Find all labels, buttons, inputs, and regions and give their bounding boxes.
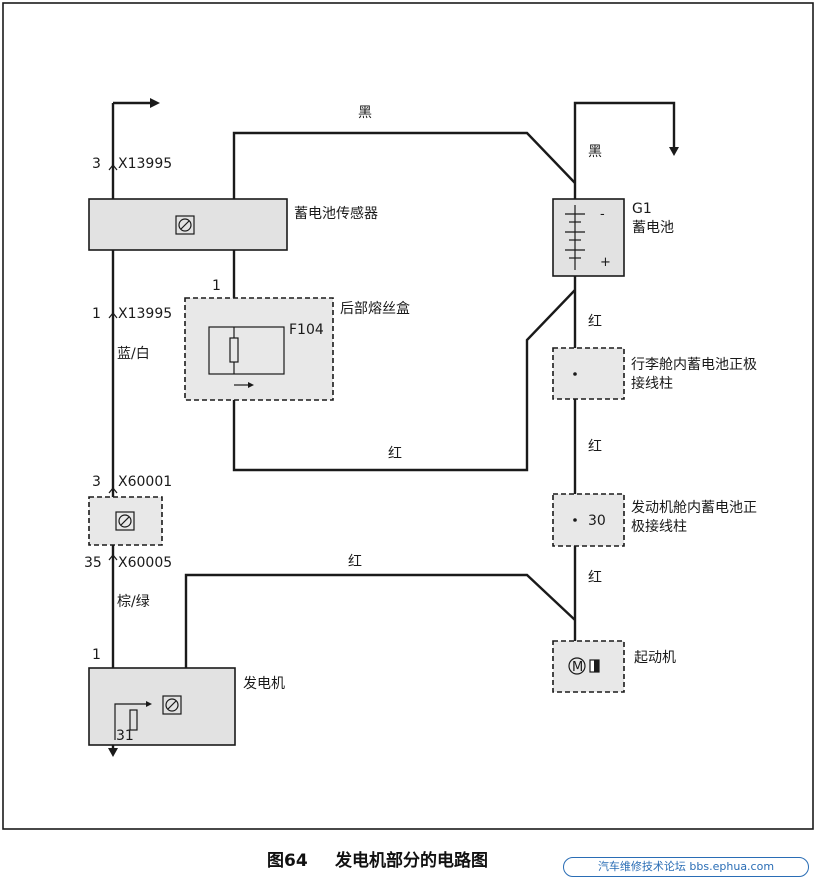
connector-5-pin: 1 xyxy=(92,647,101,663)
engine-positive-terminal xyxy=(552,493,625,547)
alternator-ground-arrow xyxy=(108,745,118,757)
connector-4-id: X60005 xyxy=(118,555,172,571)
rear-fuse-box xyxy=(184,297,334,401)
connector-1-id: X13995 xyxy=(118,156,172,172)
wire-red-fuse xyxy=(232,289,576,472)
battery-label: 蓄电池 xyxy=(632,220,674,236)
trunk-terminal-label-line1: 行李舱内蓄电池正极 xyxy=(631,357,757,373)
terminal-30-label: 30 xyxy=(588,513,606,529)
trunk-positive-terminal xyxy=(552,347,625,400)
connector-3-id: X60001 xyxy=(118,474,172,490)
alternator xyxy=(88,667,236,746)
wire-color-blue-white: 蓝/白 xyxy=(117,346,150,362)
battery-minus-label: - xyxy=(600,207,605,222)
connector-3-pin: 3 xyxy=(92,474,101,490)
forum-watermark: 汽车维修技术论坛 bbs.ephua.com xyxy=(563,857,809,877)
connector-4-pin: 35 xyxy=(84,555,102,571)
wire-color-battery-black: 黑 xyxy=(588,144,602,160)
battery-id-label: G1 xyxy=(632,201,652,217)
starter-label: 起动机 xyxy=(634,650,676,666)
wire-color-red-2: 红 xyxy=(588,439,602,455)
wire-color-top-black: 黑 xyxy=(358,105,372,121)
wire-red-alternator xyxy=(184,573,576,668)
svg-text:M: M xyxy=(572,660,583,675)
fuse-pin-label: 1 xyxy=(212,278,221,294)
connector-x60001-module xyxy=(88,496,163,546)
rear-fuse-box-label: 后部熔丝盒 xyxy=(340,300,410,317)
engine-terminal-label-line1: 发动机舱内蓄电池正 xyxy=(631,500,757,516)
wire-black-battery-ground xyxy=(573,101,676,199)
wire-color-red-fuse: 红 xyxy=(388,446,402,462)
engine-terminal-label-line2: 极接线柱 xyxy=(631,518,687,535)
wire-color-red-alternator: 红 xyxy=(348,554,362,570)
wire-color-red-3: 红 xyxy=(588,570,602,586)
wire-left-bus xyxy=(111,98,160,668)
battery-sensor-label: 蓄电池传感器 xyxy=(294,205,378,222)
ground-arrow-top xyxy=(669,147,679,156)
trunk-terminal-label-line2: 接线柱 xyxy=(631,375,673,392)
connector-ticks xyxy=(108,164,118,561)
figure-title: 发电机部分的电路图 xyxy=(334,850,488,871)
connector-1-pin: 3 xyxy=(92,156,101,172)
wire-color-brown-green: 棕/绿 xyxy=(117,594,150,610)
fuse-label: F104 xyxy=(289,322,324,338)
battery-g1 xyxy=(552,198,625,277)
battery-plus-label: + xyxy=(600,255,611,270)
connector-2-id: X13995 xyxy=(118,306,172,322)
battery-sensor xyxy=(88,198,288,251)
wire-color-red-1: 红 xyxy=(588,314,602,330)
wire-black-top xyxy=(232,131,576,199)
diagram-frame xyxy=(2,2,814,830)
starter: M xyxy=(552,640,625,693)
figure-number: 图64 xyxy=(267,851,308,871)
alternator-label: 发电机 xyxy=(243,676,285,692)
alternator-pin-label: 31 xyxy=(116,728,134,744)
connector-2-pin: 1 xyxy=(92,306,101,322)
